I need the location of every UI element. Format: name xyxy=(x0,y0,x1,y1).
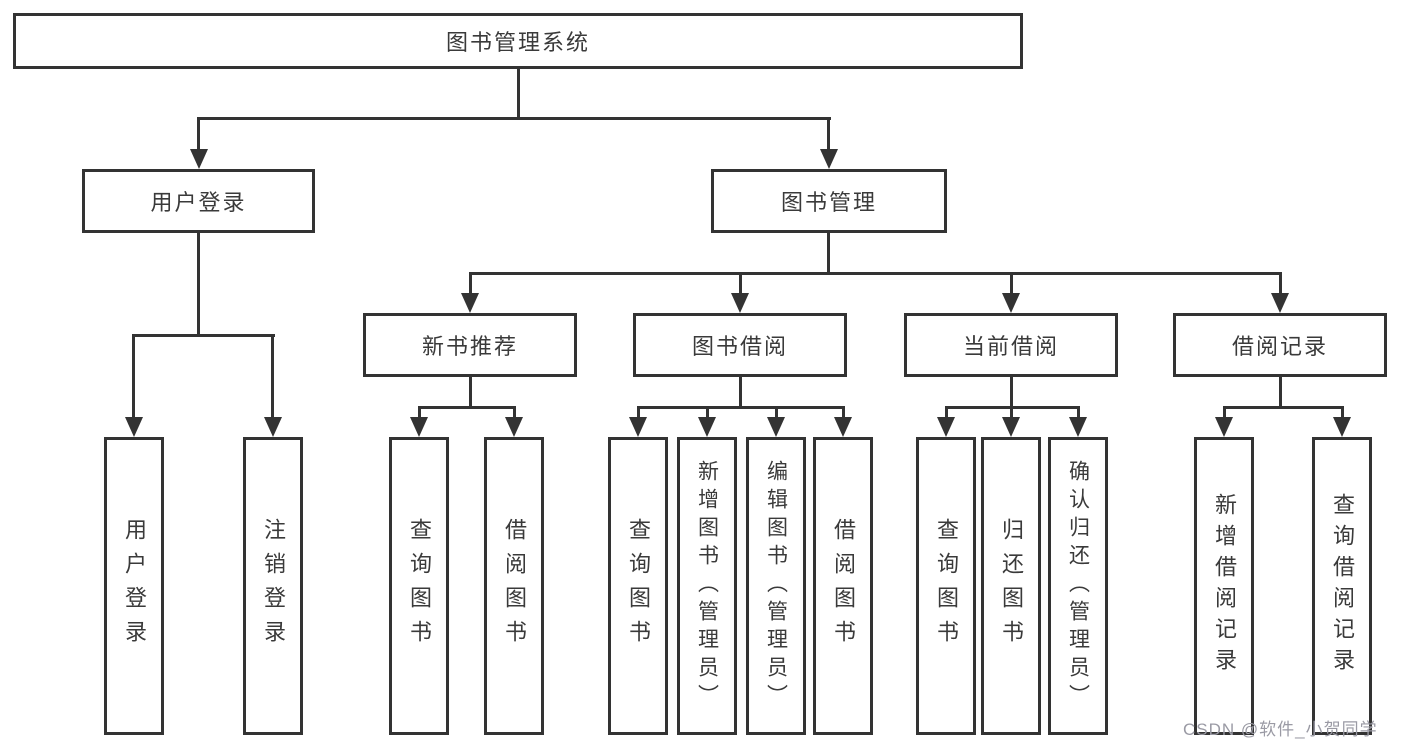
arrowhead-icon xyxy=(461,293,479,313)
node-user-login: 用户登录 xyxy=(82,169,315,233)
node-label: 新增图书（管理员） xyxy=(695,460,719,712)
node-query-books-2: 查询图书 xyxy=(608,437,668,735)
arrowhead-icon xyxy=(410,417,428,437)
node-query-books-1: 查询图书 xyxy=(389,437,449,735)
connector-shaft xyxy=(827,117,830,151)
arrowhead-icon xyxy=(1215,417,1233,437)
node-label: 查询图书 xyxy=(626,518,651,654)
csdn-watermark: CSDN @软件_小贺同学 xyxy=(1183,720,1378,739)
node-root-library-system: 图书管理系统 xyxy=(13,13,1023,69)
node-edit-books-admin: 编辑图书（管理员） xyxy=(746,437,806,735)
node-borrow-books-1: 借阅图书 xyxy=(484,437,544,735)
connector-book-mgmt-rail xyxy=(469,272,1282,275)
connector-shaft xyxy=(706,406,709,419)
arrowhead-icon xyxy=(820,149,838,169)
connector-root-rail xyxy=(197,117,831,120)
arrowhead-icon xyxy=(190,149,208,169)
node-label: 图书管理 xyxy=(780,190,877,215)
connector-shaft xyxy=(1077,406,1080,419)
arrowhead-icon xyxy=(698,417,716,437)
node-label: 确认归还（管理员） xyxy=(1066,460,1090,712)
node-label: 注销登录 xyxy=(261,518,286,654)
node-label: 借阅记录 xyxy=(1231,334,1328,359)
connector-stem xyxy=(1279,377,1282,408)
arrowhead-icon xyxy=(937,417,955,437)
connector-shaft xyxy=(775,406,778,419)
node-label: 用户登录 xyxy=(150,190,247,215)
node-current-borrowing: 当前借阅 xyxy=(904,313,1118,377)
arrowhead-icon xyxy=(264,417,282,437)
connector-shaft xyxy=(842,406,845,419)
node-label: 归还图书 xyxy=(999,518,1024,654)
arrowhead-icon xyxy=(505,417,523,437)
connector-shaft xyxy=(1010,272,1013,295)
connector-rail xyxy=(1223,406,1344,409)
connector-shaft xyxy=(1223,406,1226,419)
connector-user-login-stem xyxy=(197,233,200,336)
node-label: 图书管理系统 xyxy=(445,30,590,55)
connector-stem xyxy=(1010,377,1013,408)
node-query-borrow-record: 查询借阅记录 xyxy=(1312,437,1372,735)
arrowhead-icon xyxy=(731,293,749,313)
node-label: 编辑图书（管理员） xyxy=(764,460,788,712)
connector-shaft xyxy=(197,117,200,151)
connector-shaft xyxy=(739,272,742,295)
connector-shaft xyxy=(418,406,421,419)
node-borrowing-records: 借阅记录 xyxy=(1173,313,1387,377)
node-label: 查询图书 xyxy=(407,518,432,654)
connector-shaft xyxy=(271,334,274,419)
node-label: 当前借阅 xyxy=(962,334,1059,359)
node-label: 借阅图书 xyxy=(502,518,527,654)
node-book-borrowing: 图书借阅 xyxy=(633,313,847,377)
connector-shaft xyxy=(513,406,516,419)
connector-book-mgmt-stem xyxy=(827,233,830,274)
connector-rail xyxy=(637,406,845,409)
connector-rail xyxy=(418,406,516,409)
node-add-borrow-record: 新增借阅记录 xyxy=(1194,437,1254,735)
connector-shaft xyxy=(1010,406,1013,419)
node-query-books-3: 查询图书 xyxy=(916,437,976,735)
node-label: 新书推荐 xyxy=(421,334,518,359)
node-new-book-recommend: 新书推荐 xyxy=(363,313,577,377)
node-label: 查询图书 xyxy=(934,518,959,654)
arrowhead-icon xyxy=(1002,293,1020,313)
node-book-management: 图书管理 xyxy=(711,169,947,233)
arrowhead-icon xyxy=(834,417,852,437)
connector-user-login-rail xyxy=(132,334,275,337)
arrowhead-icon xyxy=(1002,417,1020,437)
arrowhead-icon xyxy=(629,417,647,437)
connector-shaft xyxy=(132,334,135,419)
arrowhead-icon xyxy=(1271,293,1289,313)
connector-shaft xyxy=(945,406,948,419)
connector-shaft xyxy=(469,272,472,295)
node-label: 新增借阅记录 xyxy=(1212,493,1237,679)
node-logout-action: 注销登录 xyxy=(243,437,303,735)
connector-shaft xyxy=(1341,406,1344,419)
arrowhead-icon xyxy=(767,417,785,437)
connector-stem xyxy=(739,377,742,408)
connector-shaft xyxy=(1279,272,1282,295)
node-label: 用户登录 xyxy=(122,518,147,654)
connector-shaft xyxy=(637,406,640,419)
node-label: 借阅图书 xyxy=(831,518,856,654)
node-label: 图书借阅 xyxy=(691,334,788,359)
node-confirm-return-admin: 确认归还（管理员） xyxy=(1048,437,1108,735)
arrowhead-icon xyxy=(125,417,143,437)
connector-stem xyxy=(469,377,472,408)
arrowhead-icon xyxy=(1333,417,1351,437)
node-add-books-admin: 新增图书（管理员） xyxy=(677,437,737,735)
node-label: 查询借阅记录 xyxy=(1330,493,1355,679)
node-user-login-action: 用户登录 xyxy=(104,437,164,735)
node-return-books: 归还图书 xyxy=(981,437,1041,735)
node-borrow-books-2: 借阅图书 xyxy=(813,437,873,735)
connector-root-stem xyxy=(517,69,520,119)
arrowhead-icon xyxy=(1069,417,1087,437)
